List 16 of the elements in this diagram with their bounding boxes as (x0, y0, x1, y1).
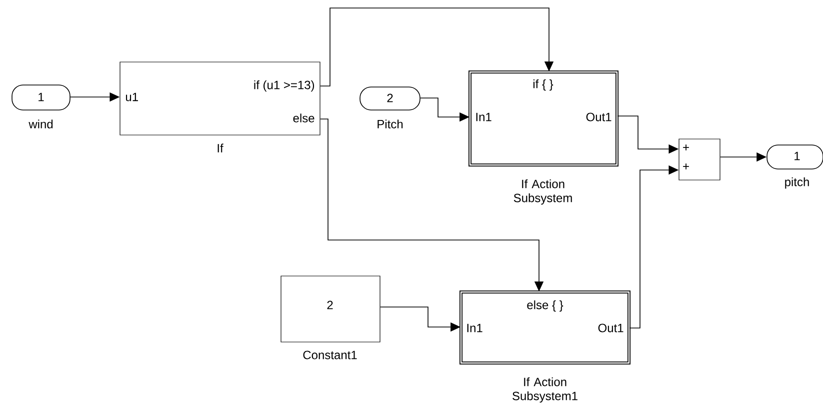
block-label: Pitch (378, 120, 403, 128)
subsystem-block: if { } In1 Out1 (468, 70, 618, 166)
port-terminal: 1 (12, 84, 70, 110)
subsystem-block: else { } In1 Out1 (460, 290, 630, 364)
port-terminal: 2 (360, 86, 420, 110)
block: u1 if (u1 >=13) else (120, 62, 320, 136)
sum-block: + + (678, 138, 720, 180)
port-terminal: 1 (766, 144, 823, 170)
block-label: Constant1 (303, 350, 357, 360)
constant-block: 2 (280, 276, 380, 342)
arrow (320, 8, 554, 86)
block-label: If Action Subsystem1 (512, 377, 578, 403)
block-label: If Action Subsystem (514, 179, 572, 205)
block-label: pitch (785, 177, 809, 189)
block-label: wind (28, 120, 53, 128)
block-label: If (218, 144, 224, 152)
